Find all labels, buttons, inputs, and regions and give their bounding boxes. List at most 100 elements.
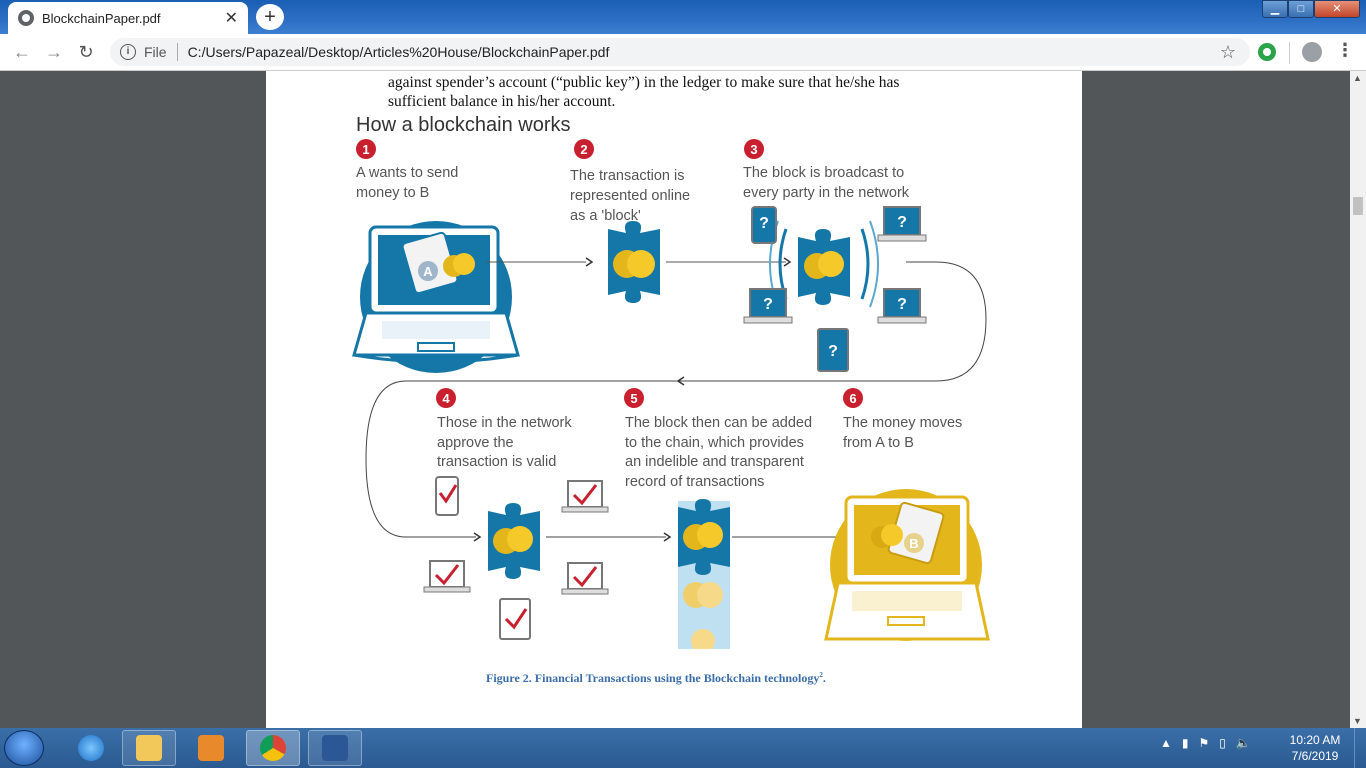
show-desktop-button[interactable] xyxy=(1354,728,1366,768)
reload-icon[interactable]: ↻ xyxy=(78,41,94,62)
browser-menu-icon[interactable]: ⋮ xyxy=(1336,40,1354,60)
block-2 xyxy=(608,221,660,303)
step-number: 3 xyxy=(750,142,757,157)
step-6: 6 The money moves from A to B xyxy=(843,388,962,451)
step-text: record of transactions xyxy=(625,474,764,490)
question-icon: ? xyxy=(763,296,773,313)
system-tray: ▲ ▮ ⚑ ▯ 🔈 xyxy=(1160,736,1251,750)
flag-icon[interactable]: ⚑ xyxy=(1198,736,1210,750)
info-icon[interactable]: i xyxy=(120,44,136,60)
profile-avatar-icon[interactable] xyxy=(1302,42,1322,62)
body-text: against spender’s account (“public key”)… xyxy=(388,73,1008,111)
step-2: 2 The transaction is represented online … xyxy=(570,139,690,224)
step-text: from A to B xyxy=(843,435,914,451)
battery-icon[interactable]: ▯ xyxy=(1219,736,1226,750)
word-icon xyxy=(322,735,348,761)
wallet-b-label: B xyxy=(909,536,918,551)
question-icon: ? xyxy=(759,215,769,232)
figure-title: How a blockchain works xyxy=(356,114,571,136)
step-text: transaction is valid xyxy=(437,454,556,470)
start-button[interactable] xyxy=(4,730,44,766)
caption-text: Figure 2. Financial Transactions using t… xyxy=(486,671,820,685)
divider xyxy=(1289,42,1290,64)
step-number: 2 xyxy=(580,142,587,157)
taskbar-chrome[interactable] xyxy=(246,730,300,766)
network-laptop-left: ? xyxy=(743,288,793,324)
vertical-scrollbar[interactable]: ▲ ▼ xyxy=(1350,71,1366,728)
step-text: money to B xyxy=(356,185,429,201)
clock[interactable]: 10:20 AM 7/6/2019 xyxy=(1280,732,1350,764)
step-text: The transaction is xyxy=(570,168,684,184)
text-line: sufficient balance in his/her account. xyxy=(388,93,616,110)
divider xyxy=(176,43,178,61)
clock-date: 7/6/2019 xyxy=(1291,749,1339,763)
chrome-icon xyxy=(260,735,286,761)
taskbar: ▲ ▮ ⚑ ▯ 🔈 10:20 AM 7/6/2019 xyxy=(0,728,1366,768)
question-icon: ? xyxy=(828,343,838,360)
network-laptop-top-right: ? xyxy=(877,206,927,242)
back-arrow-icon[interactable]: ← xyxy=(13,41,31,62)
step-text: The block then can be added xyxy=(625,415,812,431)
step-4: 4 Those in the network approve the trans… xyxy=(436,388,572,470)
globe-icon xyxy=(18,10,34,26)
pdf-viewer: against spender’s account (“public key”)… xyxy=(0,71,1350,728)
step-text: to the chain, which provides xyxy=(625,435,804,451)
network-tablet-bottom: ? xyxy=(817,328,849,372)
scroll-down-arrow-icon[interactable]: ▼ xyxy=(1353,716,1362,726)
question-icon: ? xyxy=(897,214,907,231)
extension-icon[interactable] xyxy=(1258,43,1276,61)
step-text: approve the xyxy=(437,435,514,451)
internet-explorer-icon xyxy=(78,735,104,761)
scroll-up-arrow-icon[interactable]: ▲ xyxy=(1353,73,1362,83)
url-text[interactable]: C:/Users/Papazeal/Desktop/Articles%20Hou… xyxy=(187,44,610,60)
clock-time: 10:20 AM xyxy=(1289,733,1341,747)
step-number: 1 xyxy=(362,142,369,157)
taskbar-media-player[interactable] xyxy=(184,730,238,766)
step-text: represented online xyxy=(570,188,690,204)
url-scheme-label: File xyxy=(144,44,167,60)
step-number: 5 xyxy=(630,391,637,406)
approve-laptop-left xyxy=(423,560,471,593)
figure-caption: Figure 2. Financial Transactions using t… xyxy=(486,671,826,686)
pdf-page: against spender’s account (“public key”)… xyxy=(266,71,1082,728)
volume-icon[interactable]: 🔈 xyxy=(1235,736,1251,750)
address-bar[interactable]: i File C:/Users/Papazeal/Desktop/Article… xyxy=(110,38,1250,66)
scroll-thumb[interactable] xyxy=(1353,197,1363,215)
block-chain xyxy=(678,499,730,649)
browser-tab[interactable]: BlockchainPaper.pdf ✕ xyxy=(8,2,248,34)
tab-close-icon[interactable]: ✕ xyxy=(224,10,238,27)
step-text: every party in the network xyxy=(743,185,910,201)
step-text: The money moves xyxy=(843,415,962,431)
step-text: Those in the network xyxy=(437,415,572,431)
step-5: 5 The block then can be added to the cha… xyxy=(624,388,812,490)
minimize-button[interactable]: ▁ xyxy=(1262,0,1288,18)
forward-arrow-icon[interactable]: → xyxy=(45,41,63,62)
window-title-bar: BlockchainPaper.pdf ✕ + ▁ □ ✕ xyxy=(0,0,1366,34)
network-laptop-right: ? xyxy=(877,288,927,324)
text-line: against spender’s account (“public key”)… xyxy=(388,74,900,91)
bookmark-star-icon[interactable]: ☆ xyxy=(1219,41,1236,62)
approve-laptop-right xyxy=(561,562,609,595)
step-number: 6 xyxy=(849,391,856,406)
question-icon: ? xyxy=(897,296,907,313)
taskbar-ie[interactable] xyxy=(64,730,118,766)
approve-laptop-top-right xyxy=(561,480,609,513)
blockchain-figure: How a blockchain works 1 A wants to send… xyxy=(352,114,990,649)
network-icon[interactable]: ▮ xyxy=(1181,736,1189,750)
new-tab-button[interactable]: + xyxy=(256,4,284,30)
close-window-button[interactable]: ✕ xyxy=(1314,0,1360,18)
laptop-a: A xyxy=(352,221,520,373)
step-text: as a 'block' xyxy=(570,208,641,224)
block-3-broadcast xyxy=(769,220,879,308)
maximize-button[interactable]: □ xyxy=(1288,0,1314,18)
wallet-a-label: A xyxy=(423,264,433,279)
taskbar-word[interactable] xyxy=(308,730,362,766)
browser-toolbar: ← → ↻ i File C:/Users/Papazeal/Desktop/A… xyxy=(0,34,1366,71)
show-hidden-icons-icon[interactable]: ▲ xyxy=(1160,736,1172,750)
step-3: 3 The block is broadcast to every party … xyxy=(743,139,910,201)
caption-footnote: 2 xyxy=(819,671,823,679)
media-player-icon xyxy=(198,735,224,761)
taskbar-explorer[interactable] xyxy=(122,730,176,766)
step-text: A wants to send xyxy=(356,165,458,181)
step-text: an indelible and transparent xyxy=(625,454,804,470)
